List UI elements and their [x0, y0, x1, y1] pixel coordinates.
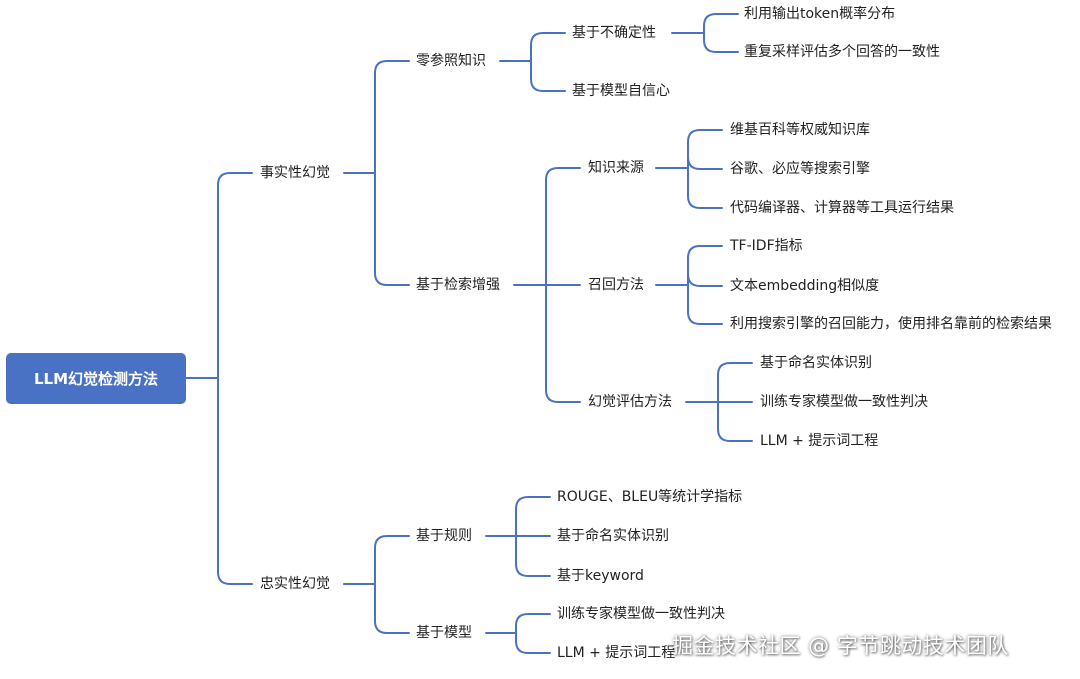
node-zero-reference-knowledge[interactable]: 零参照知识	[416, 53, 486, 69]
connector-recall	[655, 245, 723, 325]
leaf-llm-prompt[interactable]: LLM + 提示词工程	[557, 645, 676, 661]
leaf-expert-model-eval[interactable]: 训练专家模型做一致性判决	[760, 394, 928, 410]
leaf-tfidf[interactable]: TF-IDF指标	[730, 238, 803, 254]
node-model-based[interactable]: 基于模型	[416, 625, 472, 641]
leaf-rouge-bleu[interactable]: ROUGE、BLEU等统计学指标	[557, 489, 743, 505]
leaf-token-probability[interactable]: 利用输出token概率分布	[744, 6, 896, 22]
leaf-embedding-similarity[interactable]: 文本embedding相似度	[730, 278, 880, 294]
leaf-ner-eval[interactable]: 基于命名实体识别	[760, 355, 872, 371]
connector-model	[485, 613, 551, 654]
leaf-search-ranking[interactable]: 利用搜索引擎的召回能力，使用排名靠前的检索结果	[730, 316, 1052, 332]
leaf-tool-results[interactable]: 代码编译器、计算器等工具运行结果	[730, 200, 954, 216]
leaf-llm-prompt-eval[interactable]: LLM + 提示词工程	[760, 433, 879, 449]
root-label: LLM幻觉检测方法	[33, 370, 159, 388]
leaf-resample-consistency[interactable]: 重复采样评估多个回答的一致性	[744, 44, 940, 60]
node-knowledge-source[interactable]: 知识来源	[588, 160, 644, 176]
node-factual-hallucination[interactable]: 事实性幻觉	[260, 165, 330, 181]
node-recall-method[interactable]: 召回方法	[588, 277, 644, 293]
node-rule-based[interactable]: 基于规则	[416, 528, 472, 544]
watermark: 掘金技术社区 @ 字节跳动技术团队	[672, 634, 1009, 658]
connector-source	[655, 129, 723, 209]
leaf-wikipedia-kb[interactable]: 维基百科等权威知识库	[730, 122, 870, 138]
connector-retrieval	[513, 167, 581, 403]
node-model-self-confidence[interactable]: 基于模型自信心	[572, 83, 670, 99]
leaf-keyword[interactable]: 基于keyword	[557, 568, 644, 584]
connector-faithful	[343, 535, 410, 634]
leaf-expert-model[interactable]: 训练专家模型做一致性判决	[557, 606, 725, 622]
connector-zero-ref	[499, 32, 566, 92]
leaf-search-engines[interactable]: 谷歌、必应等搜索引擎	[730, 161, 870, 177]
node-uncertainty-based[interactable]: 基于不确定性	[572, 25, 656, 41]
connector-root	[185, 172, 253, 585]
connector-factual	[343, 60, 410, 286]
connector-uncertainty	[671, 13, 739, 53]
node-retrieval-augmented[interactable]: 基于检索增强	[416, 277, 500, 293]
leaf-ner-rules[interactable]: 基于命名实体识别	[557, 528, 669, 544]
connector-rules	[485, 496, 551, 577]
connector-eval	[685, 362, 753, 442]
node-hallucination-eval-method[interactable]: 幻觉评估方法	[588, 394, 672, 410]
node-faithfulness-hallucination[interactable]: 忠实性幻觉	[260, 576, 330, 592]
root-node[interactable]: LLM幻觉检测方法	[6, 353, 186, 404]
